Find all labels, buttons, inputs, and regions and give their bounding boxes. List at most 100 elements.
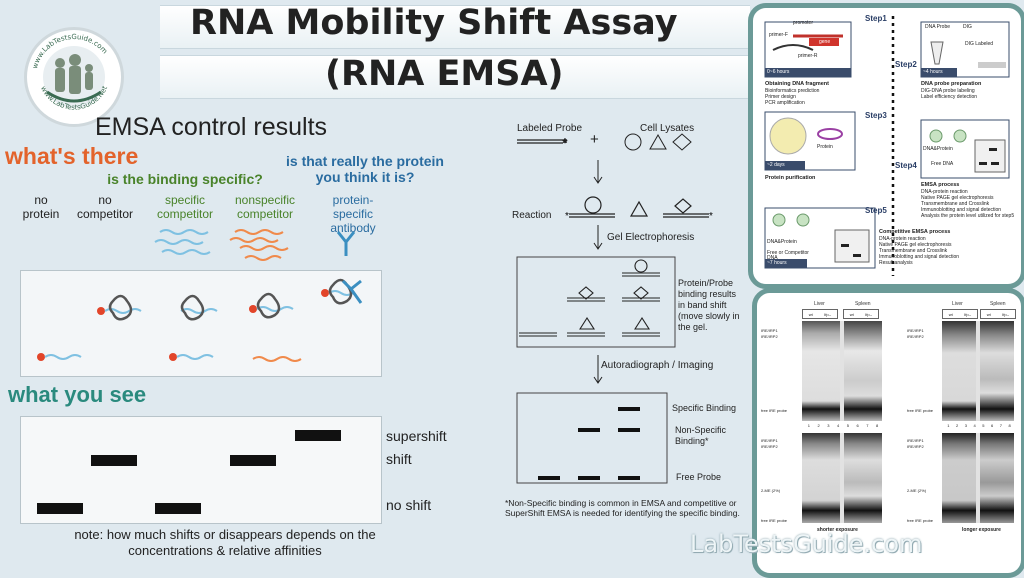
gel-image: [942, 321, 1014, 421]
nonspecific-competitor-rna: [229, 229, 289, 261]
workflow-panel: Step1 Step2 Step3 Step4 Step5 promoter p…: [748, 3, 1024, 289]
gel-box: [516, 256, 676, 348]
spleen-label: Spleen: [990, 301, 1006, 307]
2me-label: 2-ME (2%): [761, 488, 781, 493]
autoradiograph-bands: [538, 407, 640, 480]
s2-item: DIG-DNA probe labeling: [921, 88, 975, 94]
gel-electrophoresis-label: Gel Electrophoresis: [607, 232, 695, 243]
s5-time: ~7 hours: [767, 260, 787, 266]
s5-title: Competitive EMSA process: [879, 229, 951, 235]
irp1-label: IRE/IRP1: [907, 328, 924, 333]
protein-triangle-icon: [649, 133, 667, 150]
reaction-label: Reaction: [512, 210, 552, 221]
label-shift: shift: [386, 451, 412, 467]
footnote-text: *Non-Specific binding is common in EMSA …: [505, 498, 740, 518]
longer-exposure-label: longer exposure: [962, 527, 1001, 533]
competitor-illustrations: [154, 229, 356, 261]
specific-competitor-rna: [154, 229, 211, 255]
col-protein-specific-antibody: protein-specific antibody: [330, 193, 376, 235]
free-probe-label: Free Probe: [676, 472, 722, 482]
autoradiograph-box: [516, 392, 668, 484]
free-probe-label: free IRE probe: [907, 518, 934, 523]
gel-image: [802, 433, 882, 523]
protein-probe-nonspecific-icon: [249, 292, 302, 362]
gel-image: [802, 321, 882, 421]
s4-free-dna: Free DNA: [931, 161, 954, 167]
question-specific: is the binding specific?: [107, 171, 263, 187]
s4-dna-protein: DNA&Protein: [923, 146, 953, 152]
s4-item: Analysis the protein level utilized for …: [921, 213, 1015, 219]
s5-item: Result analysis: [879, 260, 913, 266]
binding-illustration-panel: [20, 270, 382, 377]
liver-label: Liver: [814, 301, 825, 307]
nonspecific-binding-label: Non-Specific Binding*: [675, 425, 727, 446]
gel-image: [942, 433, 1014, 523]
svg-text:*: *: [565, 211, 569, 222]
s1-item: Bioinformatics prediction: [765, 88, 820, 94]
step2-label: Step2: [895, 60, 917, 69]
s2-dna-probe: DNA Probe: [925, 24, 951, 30]
s3-title: Protein purification: [765, 175, 816, 181]
title-band-2: [160, 55, 750, 99]
s1-title: Obtaining DNA fragment: [765, 81, 829, 87]
s4-title: EMSA process: [921, 182, 960, 188]
shorter-exposure-label: shorter exposure: [817, 527, 858, 533]
s1-item: PCR amplification: [765, 100, 805, 106]
irp1-label: IRE/IRP1: [761, 328, 778, 333]
gel-band-supershift: [295, 430, 341, 441]
s5-item: Native PAGE gel electrophoresis: [879, 242, 952, 248]
label-no-shift: no shift: [386, 497, 432, 513]
labeled-probe-label: Labeled Probe: [517, 123, 583, 134]
irp1-label: IRE/IRP1: [761, 438, 778, 443]
watermark-text: LabTestsGuide.com: [690, 530, 923, 558]
s1-promoter: promoter: [793, 20, 814, 26]
irp2-label: IRE/IRP2: [907, 444, 924, 449]
plus-sign: +: [590, 131, 599, 148]
question-protein: is that really the protein you think it …: [286, 153, 444, 185]
step4-label: Step4: [895, 161, 917, 170]
gel-band-shift: [91, 455, 137, 466]
page-subtitle: (RNA EMSA): [325, 54, 564, 94]
free-probe-label: free IRE probe: [761, 518, 788, 523]
s3-time: ~2 days: [767, 162, 785, 168]
svg-text:*: *: [563, 138, 567, 149]
col-no-protein: no protein: [22, 193, 60, 221]
svg-text:*: *: [709, 211, 713, 222]
s5-item: Transmembrane and Crosslink: [879, 248, 948, 254]
section-heading: EMSA control results: [95, 113, 328, 141]
s2-item: Label efficiency detection: [921, 94, 978, 100]
spleen-label: Spleen: [855, 301, 871, 307]
col-nonspecific-competitor: nonspecific competitor: [234, 193, 296, 221]
s1-primer-r: primer-R: [798, 53, 818, 59]
cell-lysates-label: Cell Lysates: [640, 123, 695, 134]
s5-item: DNA-protein reaction: [879, 236, 926, 242]
step1-label: Step1: [865, 14, 887, 23]
step5-label: Step5: [865, 206, 887, 215]
s5-dna-protein: DNA&Protein: [767, 239, 797, 245]
s3-protein: Protein: [817, 144, 833, 150]
protein-competitor-complex-icon: [169, 294, 218, 361]
protein-circle-icon: [624, 133, 642, 151]
what-you-see-heading: what you see: [8, 382, 147, 407]
liver-label: Liver: [952, 301, 963, 307]
antibody-supershift-complex-icon: [321, 278, 363, 305]
s4-item: Native PAGE gel electrophoresis: [921, 195, 994, 201]
s1-gene: gene: [819, 39, 831, 45]
col-no-competitor: no competitor: [76, 193, 134, 221]
s5-free: Free or Competitor DNA: [767, 250, 809, 261]
title-band-1: [160, 5, 750, 49]
s4-item: Transmembrane and Crosslink: [921, 201, 990, 207]
2me-label: 2-ME (2%): [907, 488, 927, 493]
s2-dig: DIG: [963, 24, 972, 30]
s2-title: DNA probe preparation: [921, 81, 982, 87]
s2-dig-labeled: DIG Labeled: [965, 41, 994, 47]
s1-time: 0~6 hours: [767, 69, 790, 75]
page-title: RNA Mobility Shift Assay: [190, 3, 678, 43]
emsa-workflow-diagram: * * *: [516, 133, 713, 484]
s4-item: DNA-protein reaction: [921, 189, 968, 195]
labeled-probe-icon: *: [517, 137, 568, 150]
